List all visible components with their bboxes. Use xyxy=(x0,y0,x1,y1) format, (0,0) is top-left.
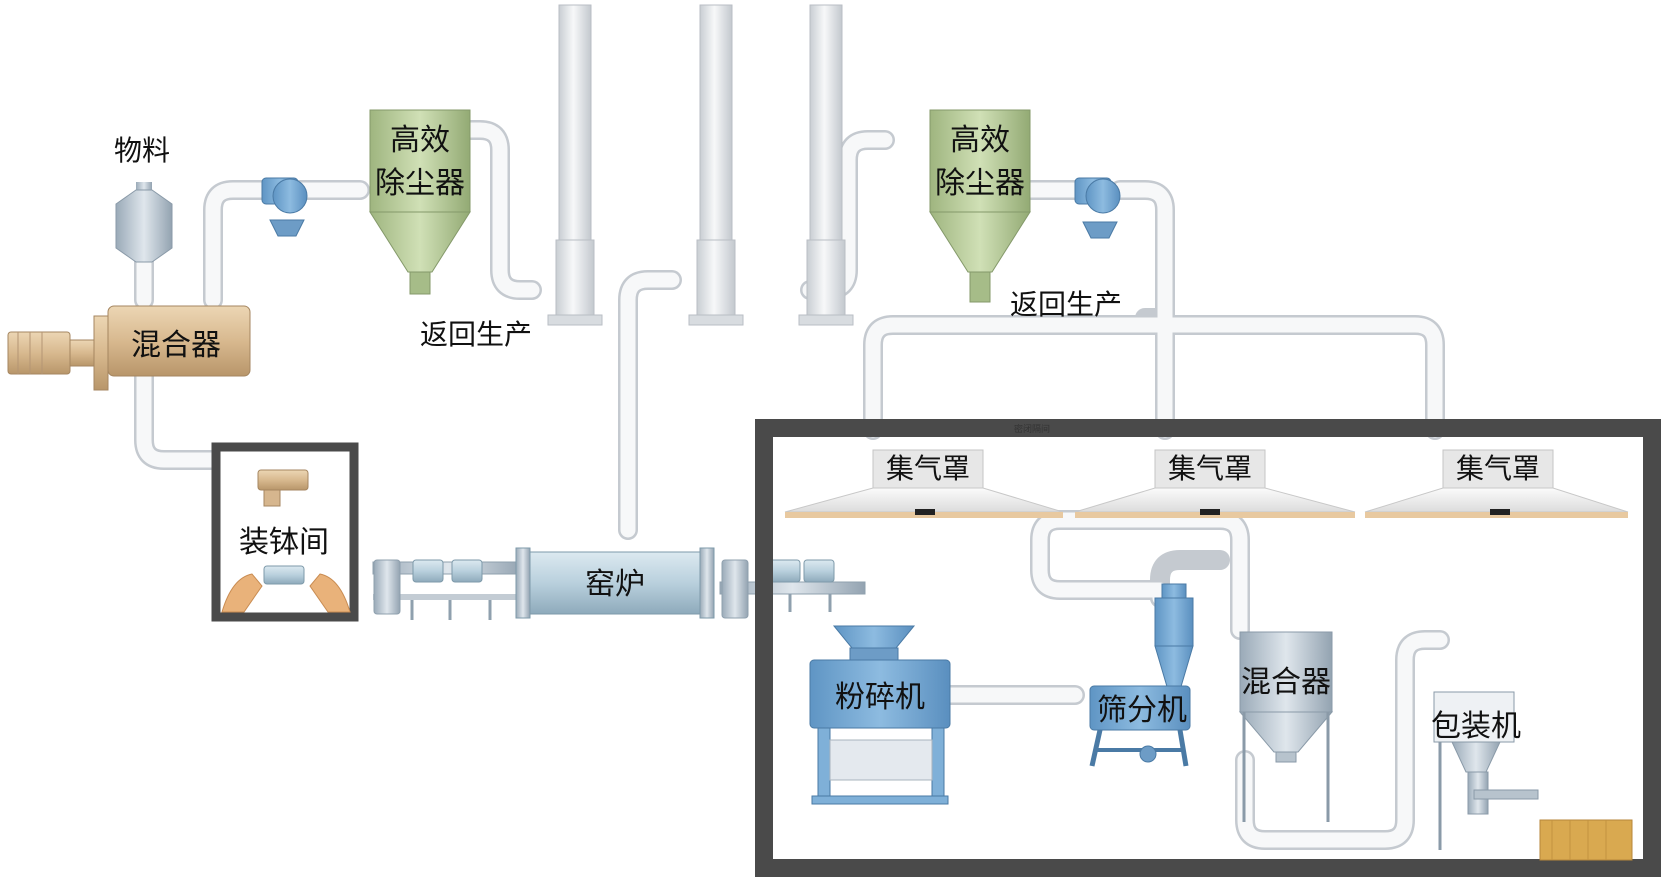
crusher: 粉碎机 xyxy=(809,625,951,805)
stack-1 xyxy=(547,4,603,326)
sealed-enclosure: 密闭隔间 xyxy=(755,419,1661,877)
sieve-label: 筛分机 xyxy=(1097,693,1187,728)
dust-right-line1: 高效 xyxy=(950,123,1010,158)
hood-2: 集气罩 xyxy=(1074,449,1356,518)
conveyor-right xyxy=(719,559,866,619)
loading-room-label: 装钵间 xyxy=(239,525,329,560)
hood-1-label: 集气罩 xyxy=(886,452,970,485)
sieve: 筛分机 xyxy=(1089,583,1194,767)
dust-left-line1: 高效 xyxy=(390,123,450,158)
material-hopper: 物料 xyxy=(114,134,173,263)
mixer-left: 混合器 xyxy=(7,305,251,391)
mixer-right-label: 混合器 xyxy=(1241,665,1331,700)
return-left-label: 返回生产 xyxy=(420,318,532,351)
hood-1: 集气罩 xyxy=(784,449,1064,518)
conveyor-left xyxy=(372,559,524,620)
dust-collector-left: 高效 除尘器 返回生产 xyxy=(369,109,532,351)
dust-collector-right: 高效 除尘器 返回生产 xyxy=(929,109,1122,321)
kiln-label: 窑炉 xyxy=(585,567,645,602)
packer-label: 包装机 xyxy=(1431,709,1521,744)
dust-right-line2: 除尘器 xyxy=(935,166,1025,201)
kiln: 窑炉 xyxy=(515,547,715,619)
hood-3-label: 集气罩 xyxy=(1456,452,1540,485)
stack-3 xyxy=(798,4,854,326)
hood-2-label: 集气罩 xyxy=(1168,452,1252,485)
mixer-left-label: 混合器 xyxy=(131,328,221,363)
return-right-label: 返回生产 xyxy=(1010,288,1122,321)
packer: 包装机 xyxy=(1431,691,1633,861)
material-label: 物料 xyxy=(114,134,170,167)
crusher-label: 粉碎机 xyxy=(835,680,925,715)
fan-left xyxy=(261,177,308,237)
hood-3: 集气罩 xyxy=(1364,449,1629,518)
chimney-stacks xyxy=(547,4,854,326)
mixer-right: 混合器 xyxy=(1238,631,1334,822)
dust-left-line2: 除尘器 xyxy=(375,166,465,201)
pipe-network xyxy=(134,120,1450,850)
stack-2 xyxy=(688,4,744,326)
loading-room: 装钵间 xyxy=(211,442,359,622)
fan-right xyxy=(1074,177,1121,239)
enclosure-caption: 密闭隔间 xyxy=(1014,423,1050,435)
pallet xyxy=(1539,819,1633,861)
